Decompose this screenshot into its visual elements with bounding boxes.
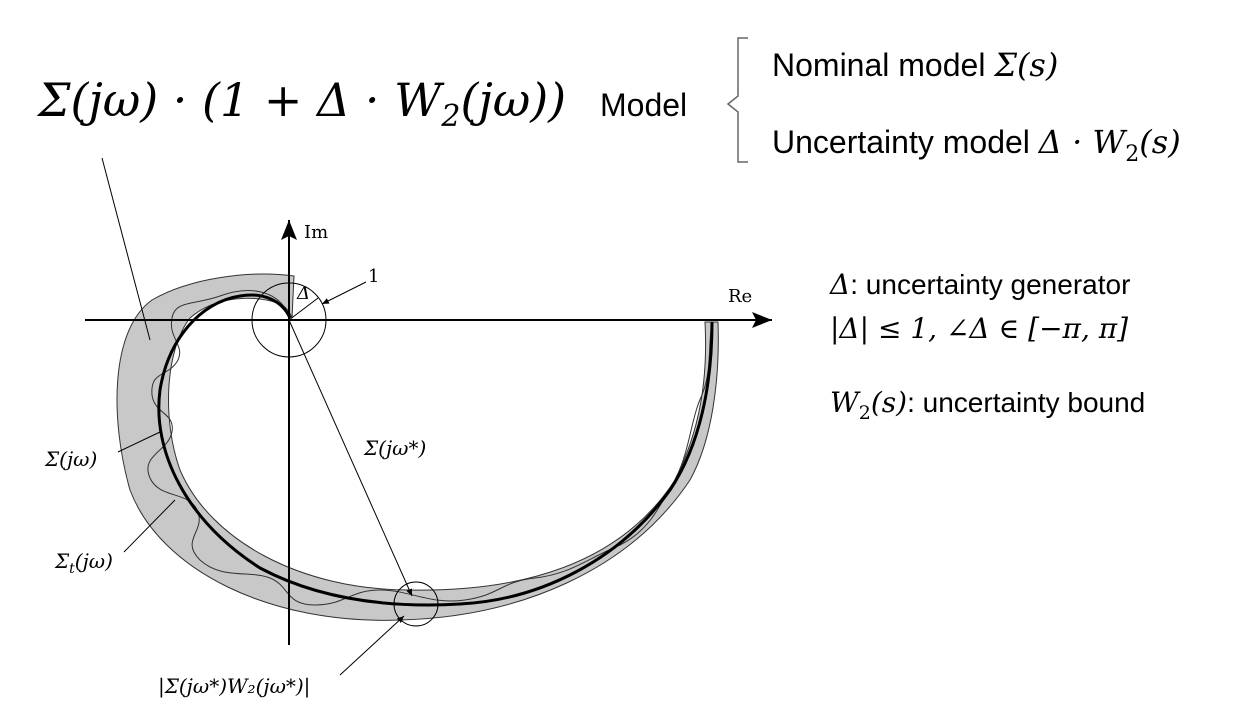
delta-label: Δ: [296, 283, 310, 304]
sigma-star-vector: [288, 319, 413, 597]
bound-circle: [393, 581, 439, 627]
nominal-model-text: Nominal model Σ(s): [772, 46, 1058, 84]
uncertainty-model-text: Uncertainty model Δ · W2(s): [772, 123, 1181, 167]
model-label: Model: [600, 87, 687, 123]
bound-leader: [339, 615, 405, 676]
sigma-t-leader: [123, 499, 176, 553]
delta-note: Δ: uncertainty generator: [829, 268, 1130, 301]
w2-note: W2(s): uncertainty bound: [830, 386, 1145, 424]
delta-bound-note: |Δ| ≤ 1, ∠Δ ∈ [−π, π]: [830, 312, 1128, 345]
one-label: 1: [368, 266, 379, 287]
sigma-t-label: Σt(jω): [54, 549, 113, 577]
imag-axis-label: Im: [304, 222, 328, 243]
transfer-formula: Σ(jω) · (1 + Δ · W2(jω)): [36, 73, 566, 134]
perturbed-curve: [147, 290, 713, 606]
nominal-curve[interactable]: [157, 293, 714, 607]
one-pointer: [321, 281, 367, 305]
model-brace: [726, 37, 748, 163]
unit-circle: [251, 282, 327, 358]
imag-axis-arrowhead: [281, 220, 297, 240]
sigma-label: Σ(jω): [44, 447, 97, 471]
real-axis-arrowhead: [752, 312, 772, 328]
sigma-star-label: Σ(jω*): [363, 436, 426, 460]
delta-radius: [288, 297, 319, 321]
sigma-leader: [117, 431, 161, 453]
real-axis-label: Re: [728, 286, 752, 307]
bound-label: |Σ(jω*)W₂(jω*)|: [158, 674, 310, 699]
formula-leader: [101, 157, 151, 341]
